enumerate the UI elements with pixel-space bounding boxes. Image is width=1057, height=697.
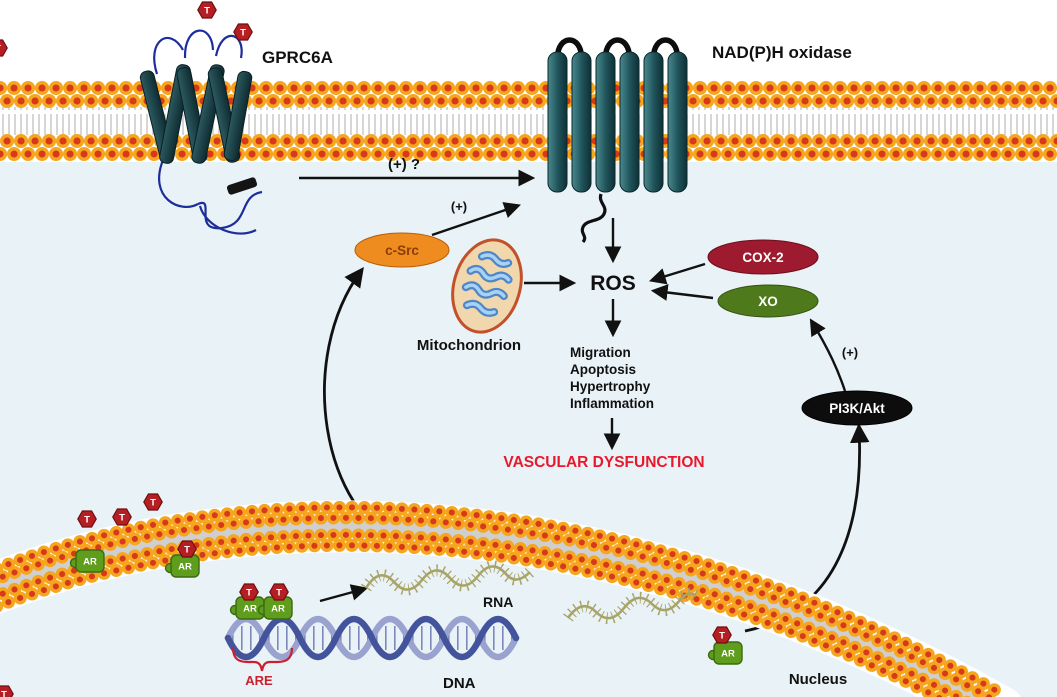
rna-transcript xyxy=(360,560,535,596)
c-src-label: c-Src xyxy=(385,243,419,258)
cox2-to-ros-arrow xyxy=(648,262,706,285)
pi3k-label: PI3K/Akt xyxy=(829,401,885,416)
nadph-oxidase-complex xyxy=(547,37,688,244)
pi3k-ellipse xyxy=(801,390,913,426)
xo-label: XO xyxy=(758,294,778,309)
helix xyxy=(547,51,568,193)
rna-strand xyxy=(364,565,531,591)
cox2-node: COX-2 xyxy=(707,239,819,275)
nadph-oxidase-label: NAD(P)H oxidase xyxy=(712,43,852,62)
effect-item: Hypertrophy xyxy=(570,379,651,394)
helix-fragment xyxy=(226,177,258,195)
dna-helix xyxy=(224,615,520,661)
cytoplasm xyxy=(0,160,1057,697)
loop xyxy=(158,159,199,209)
loop xyxy=(153,37,184,75)
helix xyxy=(595,51,616,193)
testosterone-ligand xyxy=(712,626,732,644)
rna-label: RNA xyxy=(483,594,513,610)
csrc-to-oxidase-arrow xyxy=(431,202,521,237)
helix xyxy=(667,51,688,193)
testosterone-ligand xyxy=(269,583,289,601)
effect-item: Migration xyxy=(570,345,631,360)
xo-ellipse xyxy=(717,284,819,318)
activation-unknown-label: (+) ? xyxy=(388,156,420,173)
mitochondrion-label: Mitochondrion xyxy=(417,337,521,354)
vascular-dysfunction-label: VASCULAR DYSFUNCTION xyxy=(503,454,704,471)
crista xyxy=(468,267,511,282)
loop xyxy=(197,201,223,230)
are-element: ARE xyxy=(231,647,294,688)
testosterone-ligand xyxy=(112,508,132,526)
oxidase-helices xyxy=(547,51,688,193)
dna-label: DNA xyxy=(443,675,476,692)
cox2-ellipse xyxy=(707,239,819,275)
are-bracket xyxy=(231,647,294,672)
are-label: ARE xyxy=(245,673,273,688)
cristae xyxy=(461,251,513,317)
activation-label-csrc: (+) xyxy=(451,199,467,214)
testosterone-ligand xyxy=(197,1,217,19)
oxidase-tail xyxy=(580,193,607,244)
crista xyxy=(464,283,506,298)
receptor-loops xyxy=(153,29,263,235)
c-src-node: c-Src xyxy=(354,232,450,268)
testosterone-ligand xyxy=(143,493,163,511)
ros-label: ROS xyxy=(590,272,636,295)
effects-list: Migration Apoptosis Hypertrophy Inflamma… xyxy=(570,345,654,411)
gprc6a-receptor xyxy=(139,1,263,235)
effect-item: Inflammation xyxy=(570,396,654,411)
pi3k-node: PI3K/Akt xyxy=(801,390,913,426)
loop xyxy=(221,190,263,230)
xo-to-ros-arrow xyxy=(650,284,714,301)
xo-node: XO xyxy=(717,284,819,318)
effect-item: Apoptosis xyxy=(570,362,636,377)
crista xyxy=(480,253,510,266)
rna-transcript-2 xyxy=(563,587,700,624)
testosterone-ligand xyxy=(77,510,97,528)
c-src-ellipse xyxy=(354,232,450,268)
nucleus-label: Nucleus xyxy=(789,671,847,688)
gprc6a-label: GPRC6A xyxy=(262,48,333,67)
loop xyxy=(214,34,243,59)
crista xyxy=(465,302,496,315)
activation-label-pi3k: (+) xyxy=(842,345,858,360)
rna-strand xyxy=(566,592,697,620)
testosterone-ligand xyxy=(233,23,253,41)
cox2-label: COX-2 xyxy=(742,250,783,265)
helix xyxy=(571,51,592,193)
helix xyxy=(223,70,253,162)
receptor-helices xyxy=(139,64,258,195)
pi3k-to-xo-arrow xyxy=(809,318,847,392)
testosterone-ligand xyxy=(239,583,259,601)
dna-strand xyxy=(224,615,520,661)
loop xyxy=(183,29,215,59)
helix xyxy=(619,51,640,193)
ar-dimer-to-rna-arrow xyxy=(319,584,369,603)
helix xyxy=(643,51,664,193)
mitochondrion: Mitochondrion xyxy=(417,238,523,354)
testosterone-ligand xyxy=(177,540,197,558)
loop xyxy=(198,205,257,235)
